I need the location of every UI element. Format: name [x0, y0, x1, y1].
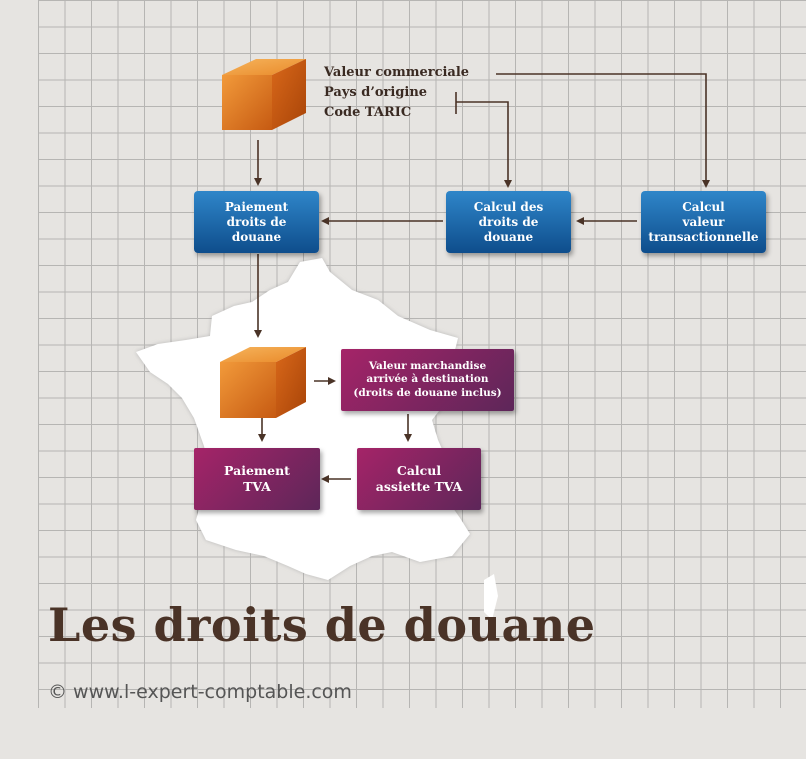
box-paiement-droits: Paiement droits de douane: [194, 191, 319, 253]
box-valeur-marchandise: Valeur marchandise arrivée à destination…: [341, 349, 514, 411]
box-label: Calcul assiette TVA: [375, 463, 463, 494]
box-label: Paiement TVA: [224, 463, 290, 494]
box-paiement-tva: Paiement TVA: [194, 448, 320, 510]
copyright-text: © www.l-expert-comptable.com: [48, 681, 352, 703]
box-calcul-valeur: Calcul valeur transactionnelle: [641, 191, 766, 253]
box-calcul-assiette: Calcul assiette TVA: [357, 448, 481, 510]
box-label: Paiement droits de douane: [224, 199, 289, 244]
connectors: [254, 73, 710, 483]
product-info-list: Valeur commerciale Pays d’origine Code T…: [324, 63, 469, 123]
info-line-pays: Pays d’origine: [324, 85, 428, 100]
box-label: Calcul valeur transactionnelle: [648, 199, 759, 244]
info-line-taric: Code TARIC: [324, 105, 412, 120]
france-map: [136, 258, 470, 580]
cube-icon: [222, 59, 306, 130]
cube-icon: [220, 347, 306, 418]
box-label: Valeur marchandise arrivée à destination…: [353, 360, 502, 399]
info-line-valeur: Valeur commerciale: [324, 65, 470, 80]
box-label: Calcul des droits de douane: [473, 199, 544, 244]
page-title: Les droits de douane: [48, 598, 596, 652]
corsica-map: [484, 574, 498, 620]
box-calcul-droits: Calcul des droits de douane: [446, 191, 571, 253]
